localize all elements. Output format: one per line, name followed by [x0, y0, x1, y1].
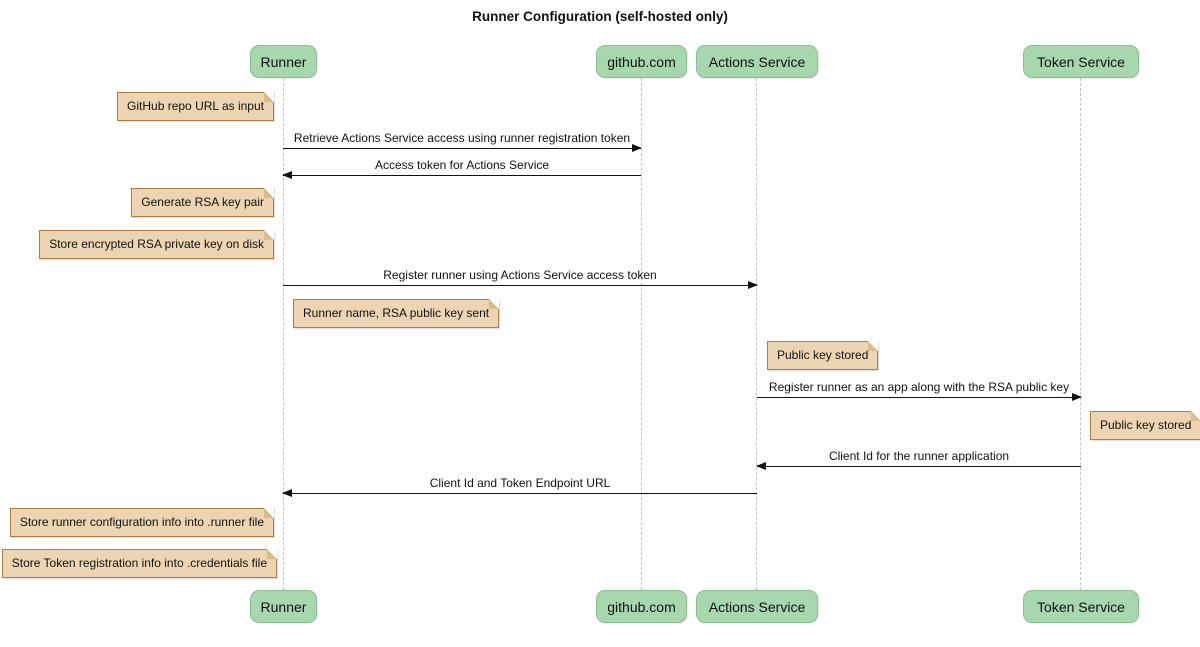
message-label: Register runner using Actions Service ac…: [383, 268, 657, 282]
note-public-key-token: Public key stored: [1090, 411, 1200, 440]
message-label: Access token for Actions Service: [374, 158, 550, 172]
message-arrow-line: [282, 171, 641, 179]
message-client-id-endpoint: Client Id and Token Endpoint URL: [282, 476, 757, 497]
note-generate-rsa: Generate RSA key pair: [131, 188, 274, 217]
participant-token-service-bottom: Token Service: [1023, 590, 1139, 623]
arrowhead-left-icon: [282, 171, 292, 179]
message-label: Client Id for the runner application: [828, 449, 1010, 463]
participant-github-top: github.com: [596, 45, 687, 78]
note-public-key-actions: Public key stored: [767, 341, 879, 370]
arrowhead-left-icon: [282, 489, 292, 497]
participant-runner-top: Runner: [250, 45, 317, 78]
message-label: Retrieve Actions Service access using ru…: [293, 131, 631, 145]
message-arrow-line: [757, 393, 1082, 401]
participant-actions-service-top: Actions Service: [696, 45, 818, 78]
message-register-runner: Register runner using Actions Service ac…: [283, 268, 758, 289]
arrowhead-right-icon: [748, 281, 758, 289]
note-store-private-key: Store encrypted RSA private key on disk: [39, 230, 274, 259]
lifeline-actions-service: [756, 78, 757, 590]
arrowhead-right-icon: [632, 144, 642, 152]
lifeline-token-service: [1080, 78, 1081, 590]
message-arrow-line: [283, 281, 758, 289]
note-store-runner-file: Store runner configuration info into .ru…: [9, 508, 275, 537]
message-register-app: Register runner as an app along with the…: [757, 380, 1082, 401]
lifeline-github: [641, 78, 642, 590]
note-runner-name-sent: Runner name, RSA public key sent: [293, 299, 500, 328]
participant-github-bottom: github.com: [596, 590, 687, 623]
arrowhead-left-icon: [756, 462, 766, 470]
message-arrow-line: [756, 462, 1081, 470]
diagram-title: Runner Configuration (self-hosted only): [472, 9, 728, 24]
message-retrieve-actions-access: Retrieve Actions Service access using ru…: [283, 131, 642, 152]
message-arrow-line: [282, 489, 757, 497]
participant-runner-bottom: Runner: [250, 590, 317, 623]
message-label: Client Id and Token Endpoint URL: [429, 476, 611, 490]
participant-token-service-top: Token Service: [1023, 45, 1139, 78]
note-store-credentials-file: Store Token registration info into .cred…: [1, 549, 278, 578]
message-access-token: Access token for Actions Service: [282, 158, 641, 179]
participant-actions-service-bottom: Actions Service: [696, 590, 818, 623]
message-label: Register runner as an app along with the…: [768, 380, 1070, 394]
lifeline-runner: [283, 78, 284, 590]
note-github-repo-url: GitHub repo URL as input: [117, 92, 274, 121]
arrowhead-right-icon: [1072, 393, 1082, 401]
message-arrow-line: [283, 144, 642, 152]
message-client-id: Client Id for the runner application: [756, 449, 1081, 470]
